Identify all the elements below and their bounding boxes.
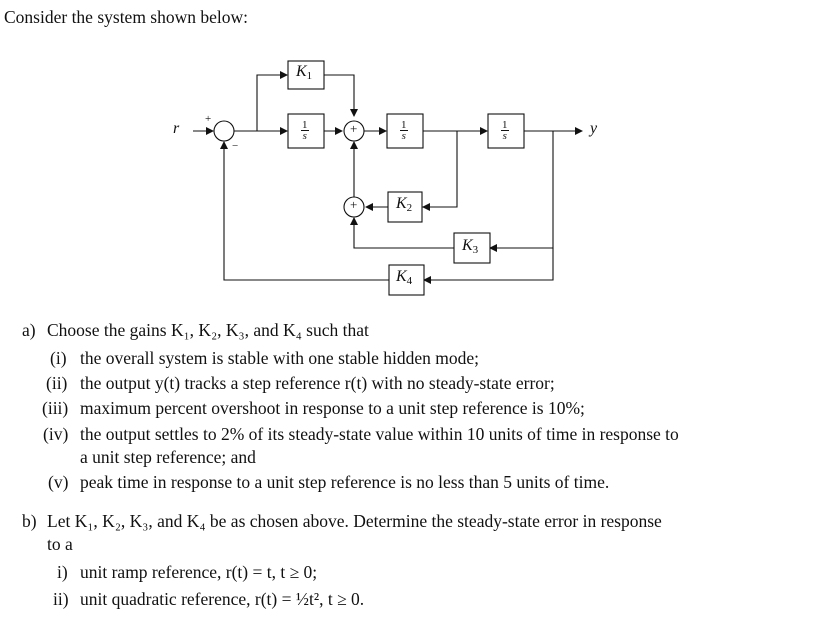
part-b-label: b) — [22, 511, 37, 531]
k1-to-sum2 — [324, 74, 358, 117]
item-b-ii-num: ii) — [53, 589, 69, 609]
sum1-plus: + — [205, 113, 212, 125]
k2-label: K2 — [396, 195, 413, 214]
item-a-v-text: peak time in response to a unit step ref… — [80, 472, 610, 492]
part-a-label: a) — [22, 320, 36, 340]
integrator-3-block — [487, 113, 525, 149]
sum1-minus: − — [232, 140, 239, 152]
intro-text: Consider the system shown below: — [4, 7, 249, 27]
k4-label: K4 — [396, 268, 413, 287]
item-b-i-text: unit ramp reference, r(t) = t, t ≥ 0; — [80, 562, 318, 582]
output-to-k4 — [424, 248, 554, 281]
k4-block — [388, 264, 425, 296]
summing-junction-1 — [213, 120, 235, 142]
k4-to-sum1 — [220, 141, 389, 281]
part-a-text: Choose the gains K₁, K₂, K₃, and K₄ such… — [47, 320, 369, 340]
item-a-ii-text: the output y(t) tracks a step reference … — [80, 373, 555, 393]
k1-block — [287, 60, 325, 90]
item-a-iv-num: (iv) — [43, 424, 69, 444]
k3-label: K3 — [462, 237, 479, 256]
sum2-plus-sign: + — [350, 121, 358, 136]
item-a-ii-num: (ii) — [46, 373, 68, 393]
part-b-text: Let K₁, K₂, K₃, and K₄ be as chosen abov… — [47, 511, 662, 531]
item-a-v-num: (v) — [48, 472, 69, 492]
item-b-i-num: i) — [57, 562, 68, 582]
block-diagram — [193, 60, 583, 296]
item-a-iv-text: the output settles to 2% of its steady-s… — [80, 424, 679, 444]
branch-to-k2 — [422, 131, 458, 208]
item-a-i-num: (i) — [50, 348, 67, 368]
item-b-ii-text: unit quadratic reference, r(t) = ½t², t … — [80, 589, 365, 609]
input-label: r — [173, 120, 180, 137]
sum3-plus-sign: + — [350, 197, 358, 212]
k2-block — [387, 191, 423, 223]
item-a-iv-cont: a unit step reference; and — [80, 447, 256, 467]
part-b-cont: to a — [47, 534, 73, 554]
item-a-iii-text: maximum percent overshoot in response to… — [80, 398, 585, 418]
k3-to-sum3 — [350, 217, 454, 249]
branch-to-k1 — [256, 74, 287, 131]
output-label: y — [590, 120, 598, 137]
item-a-i-text: the overall system is stable with one st… — [80, 348, 480, 368]
branch-to-k3 — [490, 131, 554, 249]
k3-block — [453, 232, 491, 264]
item-a-iii-num: (iii) — [42, 398, 69, 418]
k1-label: K1 — [296, 63, 313, 82]
